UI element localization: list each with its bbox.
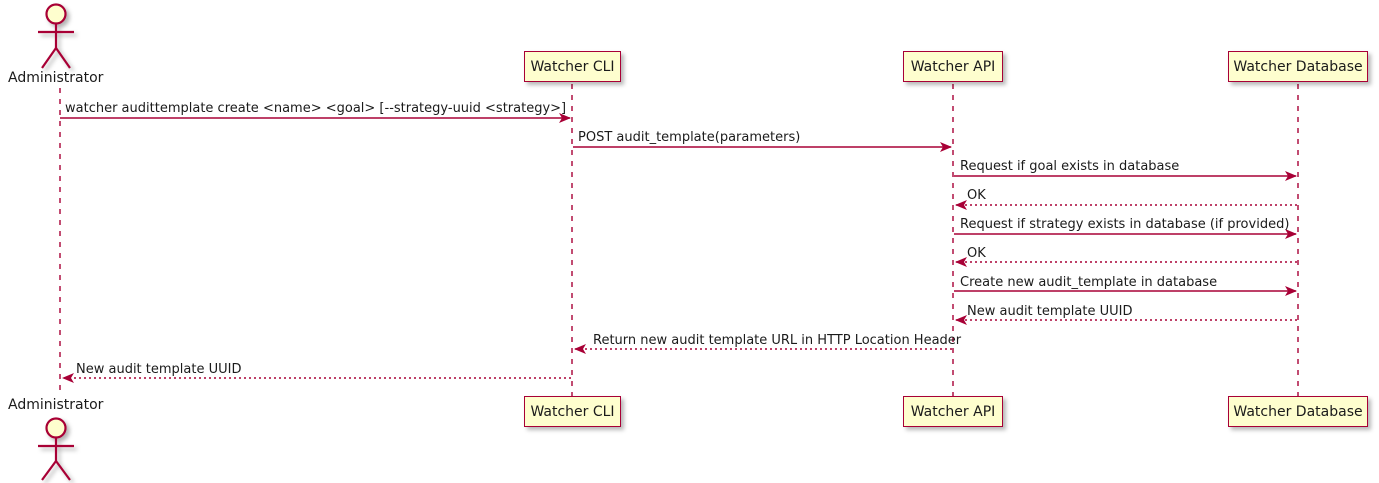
actor-label-administrator-top: Administrator (8, 70, 104, 86)
message-label-4: OK (967, 188, 986, 203)
message-label-9: Return new audit template URL in HTTP Lo… (593, 333, 962, 348)
actor-label-administrator-bottom: Administrator (8, 397, 104, 413)
message-label-2: POST audit_template(parameters) (578, 130, 801, 145)
participant-box-watcher-api-bottom[interactable]: Watcher API (903, 396, 1003, 427)
message-label-8: New audit template UUID (967, 304, 1133, 319)
message-label-10: New audit template UUID (76, 362, 242, 377)
message-arrows (60, 113, 1297, 383)
participant-box-watcher-database-bottom[interactable]: Watcher Database (1228, 396, 1368, 427)
participant-box-watcher-cli-bottom[interactable]: Watcher CLI (524, 396, 621, 427)
message-label-7: Create new audit_template in database (960, 275, 1218, 290)
message-label-3: Request if goal exists in database (960, 159, 1180, 174)
message-label-5: Request if strategy exists in database (… (960, 217, 1290, 232)
actor-administrator-top (38, 3, 74, 69)
lifelines (59, 84, 1299, 396)
participant-box-watcher-cli-top[interactable]: Watcher CLI (524, 51, 621, 82)
actor-administrator-bottom (38, 417, 74, 481)
message-label-1: watcher audittemplate create <name> <goa… (65, 101, 567, 116)
message-label-6: OK (967, 246, 986, 261)
participant-box-watcher-api-top[interactable]: Watcher API (903, 51, 1003, 82)
participant-box-watcher-database-top[interactable]: Watcher Database (1228, 51, 1368, 82)
